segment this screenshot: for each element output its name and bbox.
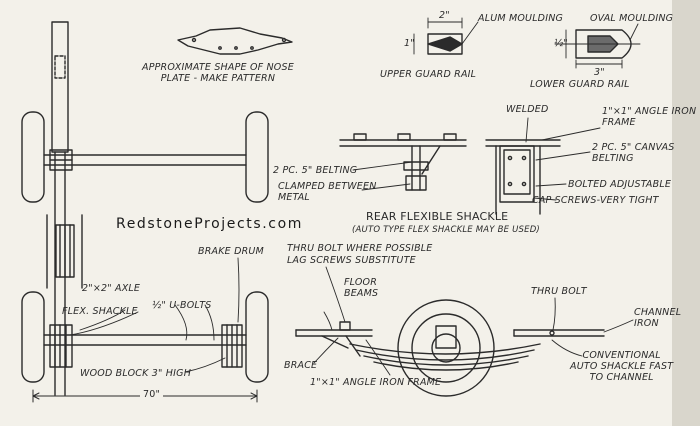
chassis-leaders — [69, 257, 240, 373]
page-edge — [672, 0, 700, 426]
axle-label: 2"×2" AXLE — [82, 283, 141, 294]
dim-2in-label: 2" — [439, 10, 450, 21]
nose-plate-pattern — [177, 27, 293, 55]
watermark-text: RedstoneProjects.com — [116, 216, 303, 232]
rear-shackle-side — [339, 133, 467, 191]
lag-screws-label: LAG SCREWS SUBSTITUTE — [287, 255, 416, 266]
canvas-belting-label: 2 PC. 5" CANVAS BELTING — [592, 142, 675, 164]
belting-left-label: 2 PC. 5" BELTING — [273, 165, 358, 176]
flex-shackle-label: FLEX. SHACKLE — [62, 306, 138, 317]
upper-guard-rail-section — [413, 17, 479, 55]
upper-guard-rail-label: UPPER GUARD RAIL — [380, 69, 477, 80]
thru-bolt-possible-label: THRU BOLT WHERE POSSIBLE — [287, 243, 433, 254]
nose-plate-label: APPROXIMATE SHAPE OF NOSE PLATE - MAKE P… — [142, 62, 294, 84]
angle-iron-frame-bottom-label: 1"×1" ANGLE IRON FRAME — [310, 377, 442, 388]
dim-3in-label: 3" — [594, 67, 605, 78]
oval-moulding-label: OVAL MOULDING — [590, 13, 674, 24]
brace-label: BRACE — [284, 360, 318, 371]
shackle-leaders — [352, 117, 601, 201]
u-bolts-label: ½" U-BOLTS — [152, 300, 212, 311]
brake-drum-label: BRAKE DRUM — [198, 246, 264, 257]
dim-1in-label: 1" — [404, 38, 415, 49]
floor-beams-label: FLOOR BEAMS — [344, 277, 379, 299]
cap-screws-label: CAP SCREWS-VERY TIGHT — [532, 195, 659, 206]
rear-shackle-note: (AUTO TYPE FLEX SHACKLE MAY BE USED) — [352, 225, 540, 235]
thru-bolt-label: THRU BOLT — [531, 286, 587, 297]
welded-label: WELDED — [506, 104, 549, 115]
bolted-adjustable-label: BOLTED ADJUSTABLE — [568, 179, 672, 190]
alum-moulding-label: ALUM MOULDING — [478, 13, 564, 24]
dim-half-label: ½" — [554, 38, 568, 49]
wood-block-label: WOOD BLOCK 3" HIGH — [80, 368, 192, 379]
rear-shackle-front — [485, 139, 561, 215]
clamped-between-label: CLAMPED BETWEEN METAL — [278, 181, 377, 203]
width-70-label: 70" — [140, 389, 164, 400]
chassis-plan-view — [21, 21, 269, 403]
angle-iron-frame-top-label: 1"×1" ANGLE IRON FRAME — [602, 106, 697, 128]
side-elevation — [295, 299, 605, 397]
rear-shackle-title: REAR FLEXIBLE SHACKLE — [366, 210, 509, 223]
channel-iron-label: CHANNEL IRON — [634, 307, 682, 329]
elevation-leaders — [313, 266, 634, 376]
lower-guard-rail-label: LOWER GUARD RAIL — [530, 79, 630, 90]
lower-guard-rail-section — [554, 23, 641, 69]
conventional-shackle-label: CONVENTIONAL AUTO SHACKLE FAST TO CHANNE… — [570, 350, 674, 383]
